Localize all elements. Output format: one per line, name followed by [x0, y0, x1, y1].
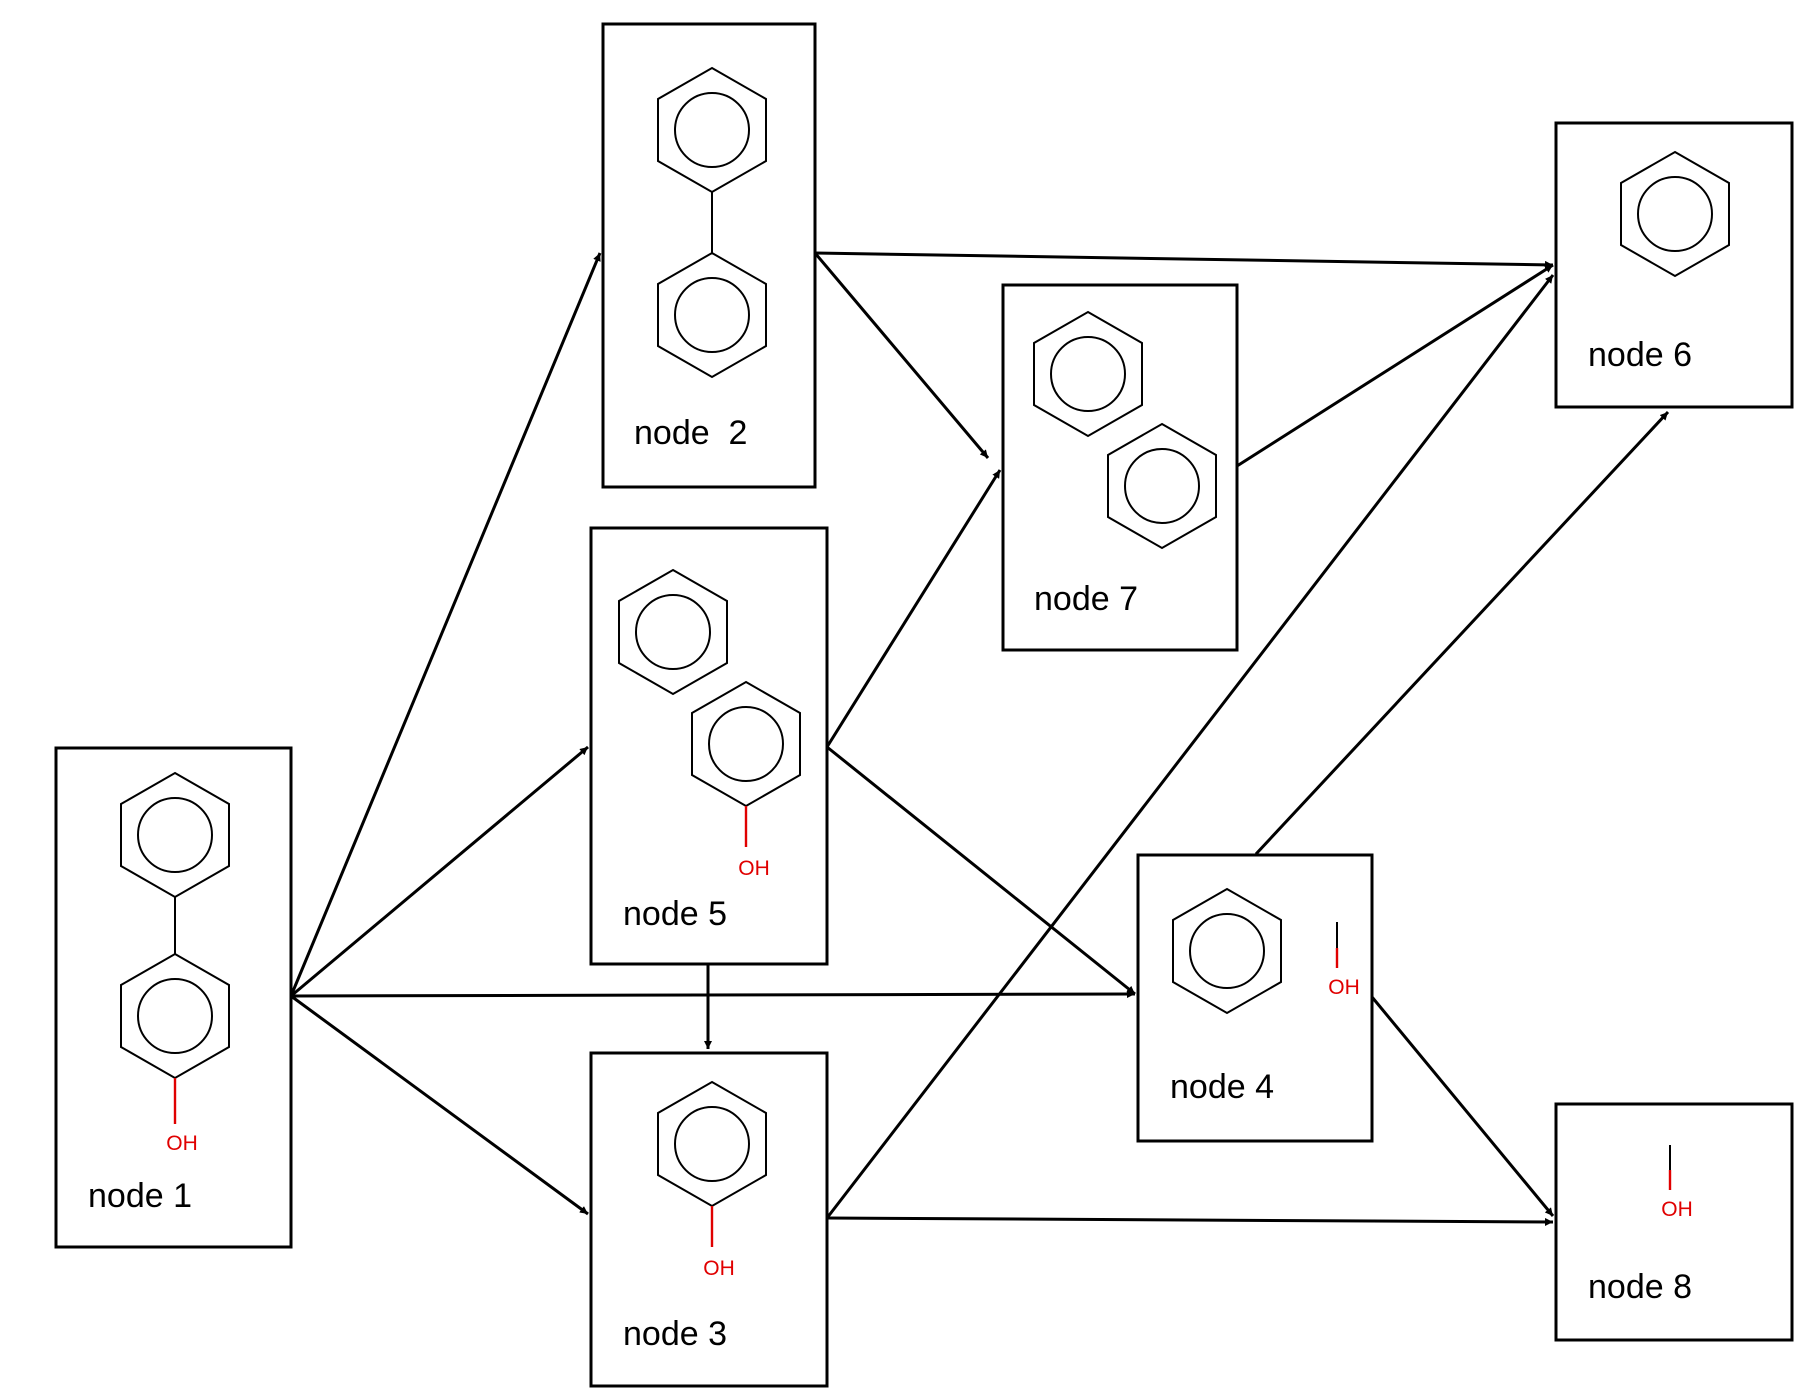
edge-node3-node6 [825, 274, 1555, 1219]
aromatic-circle [137, 797, 213, 873]
node-6-molecule [1620, 150, 1730, 278]
edge-node5-node4 [826, 745, 1136, 996]
edge-node2-node6 [814, 251, 1554, 269]
hydroxyl-label: OH [703, 1257, 735, 1280]
edge-node2-node7 [813, 252, 990, 459]
node-1-label: node 1 [88, 1177, 192, 1215]
edge-node1-node4 [290, 990, 1136, 999]
node-7-molecule [1033, 310, 1217, 550]
node-4-label: node 4 [1170, 1068, 1274, 1106]
node-5-molecule: OH [618, 568, 801, 880]
node-7-label: node 7 [1034, 580, 1138, 618]
benzene-ring [657, 251, 767, 379]
hydroxyl-label: OH [738, 857, 770, 880]
aromatic-circle [1050, 336, 1126, 412]
node-8-molecule: OH [1661, 1145, 1693, 1221]
aromatic-circle [137, 978, 213, 1054]
aromatic-circle [674, 92, 750, 168]
node-3[interactable]: OH node 3 [589, 1051, 829, 1388]
node-1-molecule: OH [120, 771, 230, 1155]
hydroxyl-label: OH [1328, 976, 1360, 999]
hydroxyl-label: OH [1661, 1198, 1693, 1221]
benzene-ring [1172, 887, 1282, 1015]
node-2[interactable]: node 2 [601, 22, 817, 489]
edge-node1-node3 [290, 994, 589, 1216]
edge-node5-node7 [825, 469, 1002, 748]
hydroxyl-label: OH [166, 1132, 198, 1155]
edge-node4-node8 [1370, 996, 1555, 1217]
node-1[interactable]: OH node 1 [54, 746, 293, 1249]
aromatic-circle [1124, 448, 1200, 524]
aromatic-circle [674, 277, 750, 353]
edge-node3-node8 [826, 1216, 1554, 1226]
edge-node1-node2 [289, 252, 602, 997]
aromatic-circle [674, 1106, 750, 1182]
edges [289, 251, 1670, 1226]
edge-node7-node6 [1236, 263, 1554, 468]
node-2-label: node 2 [634, 414, 747, 452]
edge-node1-node5 [290, 745, 589, 998]
node-4[interactable]: OH node 4 [1136, 853, 1374, 1143]
benzene-ring [618, 568, 728, 696]
node-5[interactable]: OH node 5 [589, 526, 829, 966]
aromatic-circle [1189, 913, 1265, 989]
node-7-box [1001, 283, 1239, 652]
aromatic-circle [635, 594, 711, 670]
node-6-box [1554, 121, 1794, 409]
node-8-box [1554, 1102, 1794, 1342]
node-6[interactable]: node 6 [1554, 121, 1794, 409]
node-1-box [54, 746, 293, 1249]
node-3-label: node 3 [623, 1315, 727, 1353]
node-2-molecule [657, 66, 767, 379]
node-3-molecule: OH [657, 1080, 767, 1280]
benzene-ring [1107, 422, 1217, 550]
aromatic-circle [708, 706, 784, 782]
benzene-ring [1620, 150, 1730, 278]
node-7[interactable]: node 7 [1001, 283, 1239, 652]
node-8[interactable]: OH node 8 [1554, 1102, 1794, 1342]
edge-node4-node6 [1254, 410, 1670, 856]
node-8-label: node 8 [1588, 1268, 1692, 1306]
benzene-ring [1033, 310, 1143, 438]
node-6-label: node 6 [1588, 336, 1692, 374]
node-4-molecule: OH [1172, 887, 1360, 1015]
node-3-box [589, 1051, 829, 1388]
node-5-label: node 5 [623, 895, 727, 933]
aromatic-circle [1637, 176, 1713, 252]
